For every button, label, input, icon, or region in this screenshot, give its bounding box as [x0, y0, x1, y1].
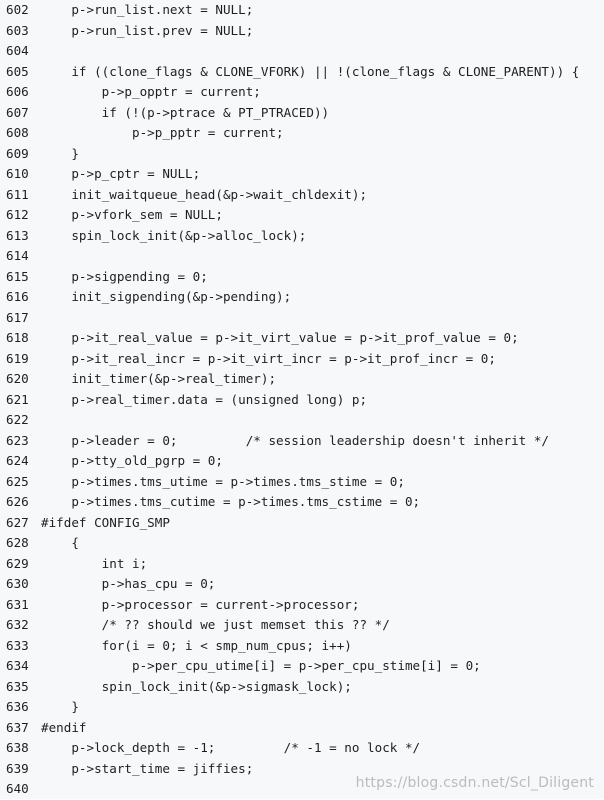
- line-code[interactable]: p->it_real_value = p->it_virt_value = p-…: [41, 330, 519, 345]
- line-code[interactable]: init_waitqueue_head(&p->wait_chldexit);: [41, 186, 368, 202]
- line-number: 607: [6, 104, 29, 120]
- line-number: 625: [6, 473, 29, 489]
- line-code[interactable]: p->start_time = jiffies;: [41, 760, 254, 776]
- line-code[interactable]: /* ?? should we just memset this ?? */: [41, 617, 390, 632]
- line-code[interactable]: int i;: [41, 555, 148, 571]
- line-number: 633: [6, 637, 29, 653]
- line-code[interactable]: p->has_cpu = 0;: [41, 576, 216, 591]
- line-number: 637: [6, 719, 29, 735]
- line-number: 635: [6, 678, 29, 694]
- line-number: 630: [6, 576, 29, 591]
- line-code[interactable]: p->vfork_sem = NULL;: [41, 207, 223, 222]
- line-code[interactable]: if (!(p->ptrace & PT_PTRACED)): [41, 104, 330, 120]
- line-code[interactable]: spin_lock_init(&p->sigmask_lock);: [41, 678, 352, 694]
- line-number: 619: [6, 350, 29, 366]
- line-number: 608: [6, 125, 29, 140]
- line-code[interactable]: p->times.tms_cutime = p->times.tms_cstim…: [41, 494, 421, 509]
- line-number: 627: [6, 514, 29, 530]
- line-code[interactable]: #endif: [41, 719, 87, 735]
- line-code[interactable]: init_sigpending(&p->pending);: [41, 289, 292, 304]
- line-code[interactable]: p->it_real_incr = p->it_virt_incr = p->i…: [41, 350, 496, 366]
- line-number: 604: [6, 43, 29, 58]
- line-number: 606: [6, 84, 29, 99]
- line-number: 620: [6, 371, 29, 386]
- line-number: 631: [6, 596, 29, 612]
- line-code[interactable]: p->p_pptr = current;: [41, 125, 284, 140]
- line-number: 617: [6, 309, 29, 325]
- line-number: 615: [6, 268, 29, 284]
- line-code[interactable]: p->leader = 0; /* session leadership doe…: [41, 432, 549, 448]
- line-number: 605: [6, 63, 29, 79]
- watermark: https://blog.csdn.net/Scl_Diligent: [355, 775, 594, 791]
- line-number: 609: [6, 145, 29, 161]
- line-number: 602: [6, 2, 29, 17]
- line-code[interactable]: for(i = 0; i < smp_num_cpus; i++): [41, 637, 352, 653]
- line-number: 632: [6, 617, 29, 632]
- line-code[interactable]: init_timer(&p->real_timer);: [41, 371, 277, 386]
- line-number: 614: [6, 248, 29, 263]
- line-number: 612: [6, 207, 29, 222]
- line-number: 616: [6, 289, 29, 304]
- line-number: 634: [6, 658, 29, 673]
- line-code[interactable]: p->lock_depth = -1; /* -1 = no lock */: [41, 740, 421, 755]
- line-code[interactable]: if ((clone_flags & CLONE_VFORK) || !(clo…: [41, 63, 580, 79]
- line-code[interactable]: spin_lock_init(&p->alloc_lock);: [41, 227, 307, 243]
- line-number: 628: [6, 535, 29, 550]
- line-number: 618: [6, 330, 29, 345]
- line-number: 623: [6, 432, 29, 448]
- line-number: 629: [6, 555, 29, 571]
- line-number: 613: [6, 227, 29, 243]
- line-code[interactable]: }: [41, 145, 79, 161]
- line-code[interactable]: #ifdef CONFIG_SMP: [41, 514, 170, 530]
- line-code[interactable]: p->run_list.prev = NULL;: [41, 22, 254, 38]
- line-number: 639: [6, 760, 29, 776]
- line-code[interactable]: p->per_cpu_utime[i] = p->per_cpu_stime[i…: [41, 658, 481, 673]
- line-number: 611: [6, 186, 29, 202]
- line-code[interactable]: p->run_list.next = NULL;: [41, 2, 254, 17]
- line-code[interactable]: {: [41, 535, 79, 550]
- line-number: 640: [6, 781, 29, 796]
- line-code[interactable]: p->processor = current->processor;: [41, 596, 360, 612]
- line-number: 621: [6, 391, 29, 407]
- line-code[interactable]: p->times.tms_utime = p->times.tms_stime …: [41, 473, 405, 489]
- line-number: 636: [6, 699, 29, 714]
- line-number: 622: [6, 412, 29, 427]
- line-code[interactable]: p->p_opptr = current;: [41, 84, 261, 99]
- line-code[interactable]: p->real_timer.data = (unsigned long) p;: [41, 391, 368, 407]
- line-code[interactable]: }: [41, 699, 79, 714]
- line-code[interactable]: p->p_cptr = NULL;: [41, 166, 201, 181]
- line-number: 638: [6, 740, 29, 755]
- line-number: 610: [6, 166, 29, 181]
- line-code[interactable]: p->sigpending = 0;: [41, 268, 208, 284]
- line-number: 624: [6, 453, 29, 468]
- line-number: 626: [6, 494, 29, 509]
- line-code[interactable]: p->tty_old_pgrp = 0;: [41, 453, 223, 468]
- line-number: 603: [6, 22, 29, 38]
